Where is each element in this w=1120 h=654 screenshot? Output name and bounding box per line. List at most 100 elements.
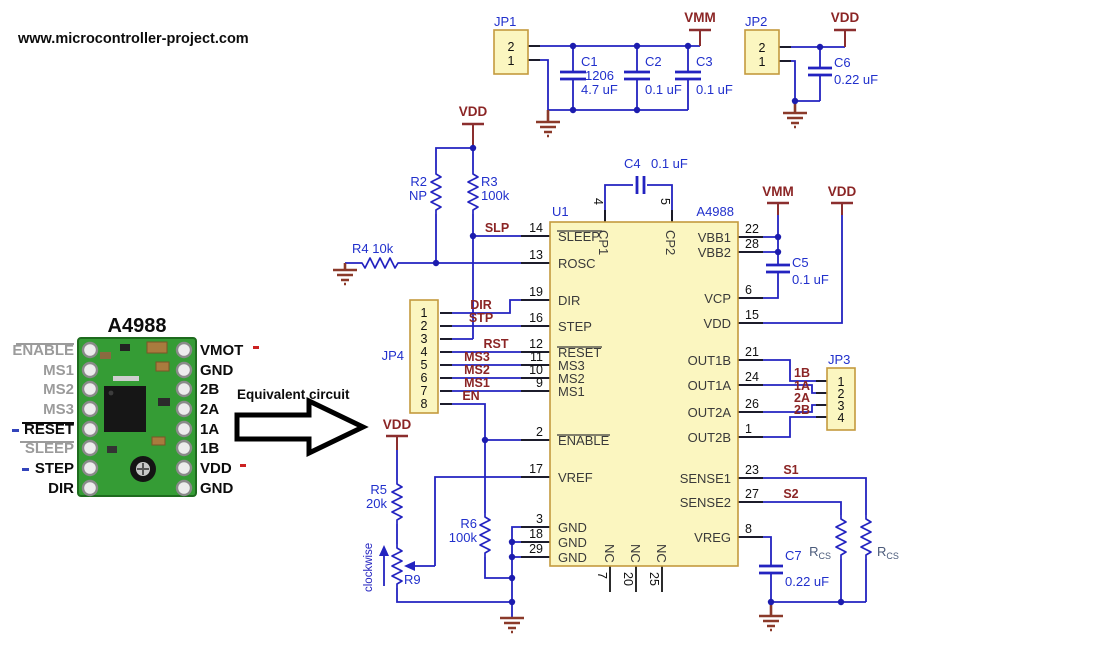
ground-symbols	[333, 101, 807, 634]
svg-text:20: 20	[621, 572, 635, 586]
cap-c4	[635, 176, 646, 194]
svg-text:VCP: VCP	[704, 291, 731, 306]
svg-text:JP2: JP2	[745, 14, 767, 29]
resistor-r5	[391, 480, 403, 524]
photo-left-labels: ENABLE MS1 MS2 MS3 RESET SLEEP STEP DIR	[12, 342, 74, 497]
svg-text:0.1 uF: 0.1 uF	[645, 82, 682, 97]
resistor-r6	[479, 513, 491, 557]
cap-c3	[675, 70, 701, 81]
svg-text:100k: 100k	[449, 530, 478, 545]
svg-text:7: 7	[595, 572, 609, 579]
svg-text:27: 27	[745, 487, 759, 501]
vdd-power-icon: VDD	[459, 104, 487, 148]
svg-text:VMM: VMM	[762, 184, 794, 199]
clockwise-annotation: clockwise	[363, 543, 389, 592]
photo-title: A4988	[108, 315, 167, 337]
vdd-power-icon: VDD	[828, 184, 856, 215]
svg-text:10: 10	[529, 363, 543, 377]
svg-text:6: 6	[745, 283, 752, 297]
svg-text:ENABLE: ENABLE	[558, 433, 610, 448]
pcb-components	[100, 341, 170, 482]
svg-text:5: 5	[658, 198, 672, 205]
photo-right-labels: VMOT GND 2B 2A 1A 1B VDD GND	[200, 342, 259, 497]
svg-text:R5: R5	[370, 482, 387, 497]
step-marker	[22, 468, 29, 471]
ground-icon	[783, 101, 807, 129]
svg-text:8: 8	[745, 522, 752, 536]
svg-text:100k: 100k	[481, 188, 510, 203]
svg-text:RESET: RESET	[558, 345, 601, 360]
cap-c5	[766, 263, 790, 274]
svg-text:4: 4	[838, 411, 845, 425]
svg-text:EN: EN	[462, 389, 479, 403]
svg-text:MS2: MS2	[464, 363, 490, 377]
svg-text:1: 1	[508, 54, 515, 68]
watermark-text: www.microcontroller-project.com	[17, 31, 249, 47]
ic-ref: U1	[552, 204, 569, 219]
svg-text:SENSE2: SENSE2	[680, 495, 731, 510]
svg-text:2B: 2B	[794, 403, 810, 417]
svg-text:1A: 1A	[794, 379, 810, 393]
svg-text:1: 1	[759, 55, 766, 69]
svg-text:C6: C6	[834, 55, 851, 70]
svg-text:29: 29	[529, 542, 543, 556]
svg-text:DIR: DIR	[558, 293, 580, 308]
svg-text:SLEEP: SLEEP	[25, 440, 74, 457]
svg-text:C7: C7	[785, 548, 802, 563]
svg-text:GND: GND	[558, 535, 587, 550]
svg-text:R2: R2	[410, 174, 427, 189]
svg-text:2B: 2B	[200, 381, 219, 398]
svg-text:OUT1A: OUT1A	[688, 378, 732, 393]
svg-text:3: 3	[838, 399, 845, 413]
svg-text:1: 1	[838, 375, 845, 389]
svg-text:ROSC: ROSC	[558, 256, 596, 271]
svg-text:C3: C3	[696, 54, 713, 69]
net-s1: S1	[783, 463, 798, 477]
svg-text:OUT1B: OUT1B	[688, 353, 731, 368]
svg-text:0.22 uF: 0.22 uF	[834, 72, 878, 87]
svg-text:MS1: MS1	[464, 376, 490, 390]
svg-text:13: 13	[529, 248, 543, 262]
net-slp: SLP	[485, 221, 509, 235]
svg-text:4: 4	[421, 345, 428, 359]
svg-text:5: 5	[421, 358, 428, 372]
svg-text:GND: GND	[558, 550, 587, 565]
svg-text:VREF: VREF	[558, 470, 593, 485]
net-labels: SLP S1 S2	[485, 221, 799, 501]
svg-text:21: 21	[745, 345, 759, 359]
resistor-rcs-left	[835, 515, 847, 559]
svg-text:2: 2	[759, 41, 766, 55]
svg-text:1: 1	[745, 422, 752, 436]
svg-text:CP2: CP2	[663, 230, 678, 255]
trimmer-wiper-arrow	[404, 561, 415, 571]
cap-c2	[624, 70, 650, 81]
svg-text:1206: 1206	[585, 68, 614, 83]
svg-text:MS1: MS1	[558, 384, 585, 399]
svg-text:R6: R6	[460, 516, 477, 531]
svg-text:R4 10k: R4 10k	[352, 241, 394, 256]
svg-text:SLEEP: SLEEP	[558, 229, 600, 244]
svg-text:OUT2B: OUT2B	[688, 430, 731, 445]
connector-jp3: JP3 1 2 3 4 1B 1A 2A 2B	[794, 352, 856, 431]
svg-text:2: 2	[536, 425, 543, 439]
resistor-r2	[430, 170, 442, 214]
svg-text:2: 2	[508, 40, 515, 54]
svg-text:RESET: RESET	[24, 421, 74, 438]
svg-text:7: 7	[421, 384, 428, 398]
svg-text:4: 4	[591, 198, 605, 205]
svg-text:MS2: MS2	[43, 381, 74, 398]
vmot-marker	[253, 346, 259, 349]
svg-text:16: 16	[529, 311, 543, 325]
svg-text:R3: R3	[481, 174, 498, 189]
connector-jp2: JP2 2 1	[744, 14, 780, 75]
svg-text:R9: R9	[404, 572, 421, 587]
svg-text:GND: GND	[558, 520, 587, 535]
svg-text:1B: 1B	[200, 440, 219, 457]
svg-text:14: 14	[529, 221, 543, 235]
svg-text:VBB2: VBB2	[698, 245, 731, 260]
svg-text:0.22 uF: 0.22 uF	[785, 574, 829, 589]
svg-text:MS3: MS3	[43, 401, 74, 418]
svg-text:3: 3	[421, 332, 428, 346]
up-arrow-icon	[379, 545, 389, 556]
